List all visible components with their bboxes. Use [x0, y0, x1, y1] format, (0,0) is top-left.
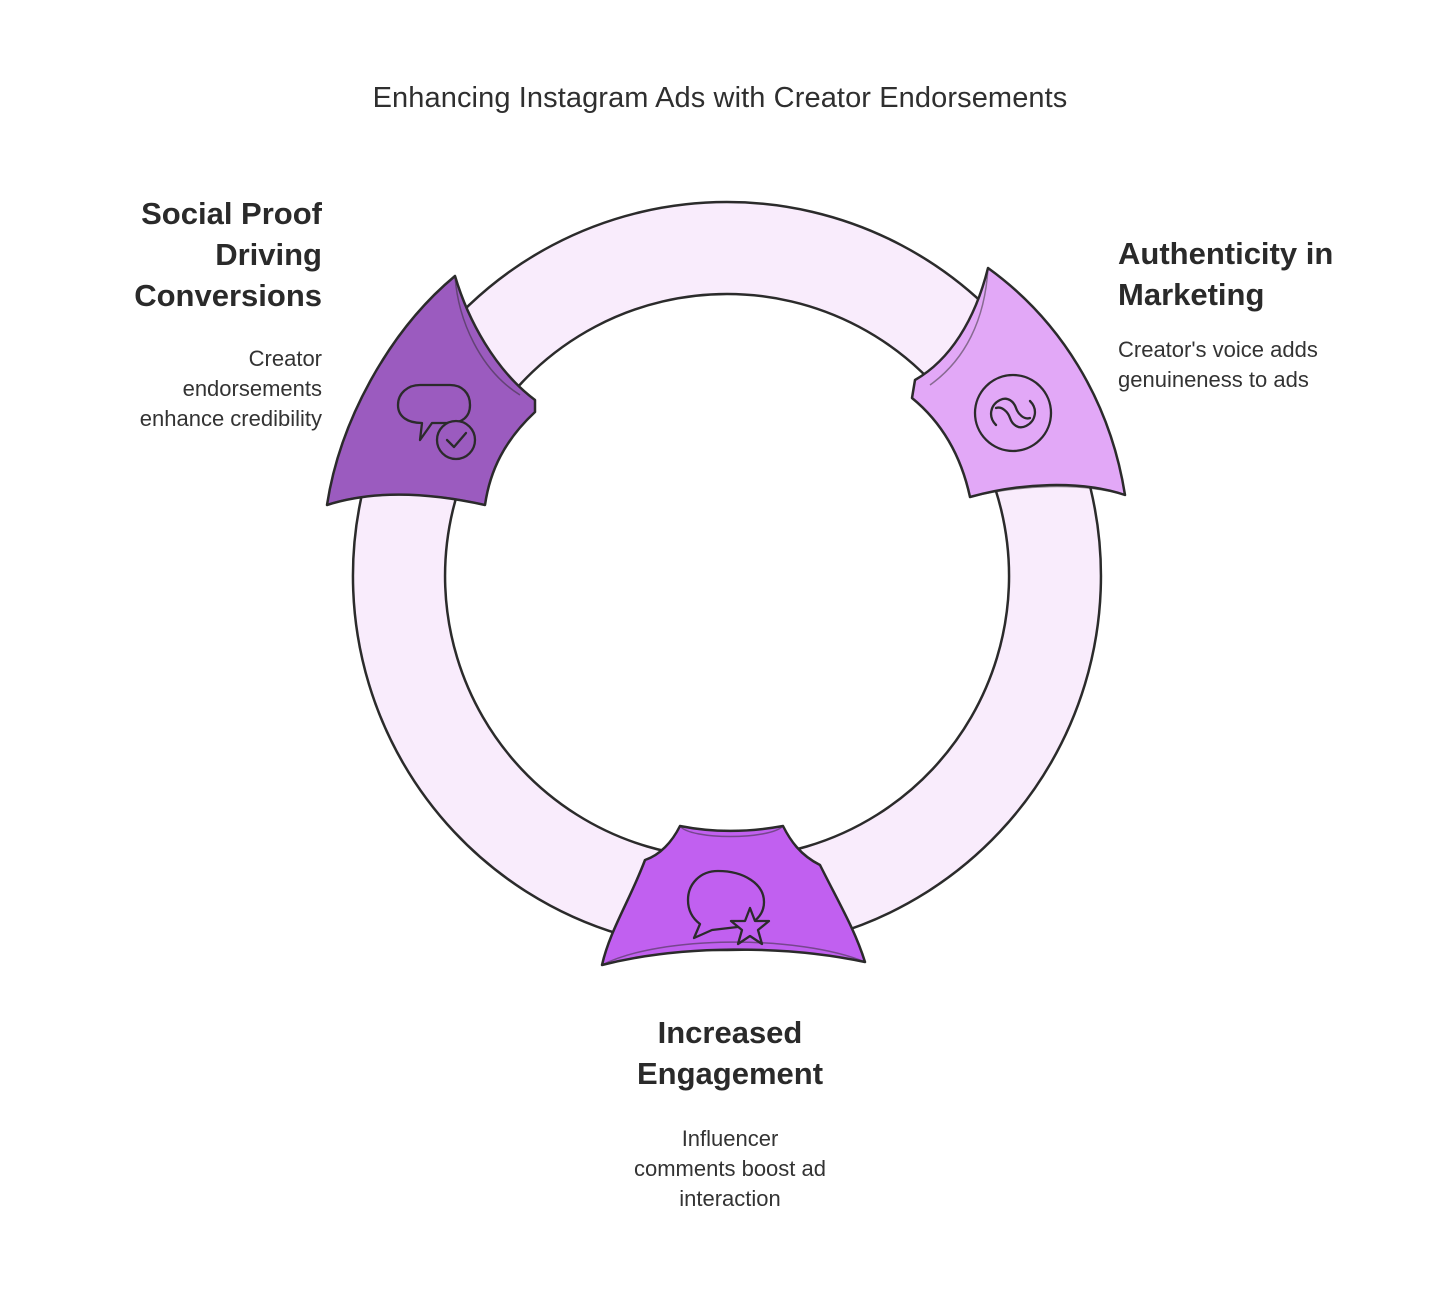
stage-heading: Increased Engagement	[580, 1012, 880, 1094]
stage-description: Creator endorsements enhance credibility	[60, 344, 322, 434]
description-line: Creator	[248, 346, 322, 371]
heading-line: Authenticity in	[1118, 236, 1334, 271]
segment-social-proof	[325, 274, 537, 507]
segment-authenticity	[910, 266, 1127, 499]
description-line: comments boost ad	[634, 1156, 826, 1181]
stage-authenticity: Authenticity in Marketing Creator's voic…	[1118, 233, 1418, 395]
heading-line: Engagement	[636, 1056, 824, 1091]
heading-line: Increased	[657, 1015, 803, 1050]
segment-engagement	[600, 824, 867, 967]
stage-engagement: Increased Engagement Influencer comments…	[580, 1012, 880, 1214]
stage-social-proof: Social Proof Driving Conversions Creator…	[60, 193, 322, 434]
stage-description: Creator's voice adds genuineness to ads	[1118, 335, 1418, 395]
chat-star-icon	[686, 869, 771, 946]
description-line: Creator's voice adds	[1118, 337, 1318, 362]
heading-line: Marketing	[1118, 277, 1265, 312]
diagram-title: Enhancing Instagram Ads with Creator End…	[372, 82, 1068, 114]
heading-line: Social Proof	[141, 196, 322, 231]
description-line: Influencer	[681, 1126, 779, 1151]
description-line: enhance credibility	[139, 406, 322, 431]
description-line: interaction	[679, 1186, 781, 1211]
heading-line: Conversions	[134, 278, 322, 313]
description-line: genuineness to ads	[1118, 367, 1309, 392]
description-line: endorsements	[182, 376, 322, 401]
link-circle-icon	[973, 373, 1053, 453]
stage-heading: Social Proof Driving Conversions	[60, 193, 322, 316]
stage-heading: Authenticity in Marketing	[1118, 233, 1418, 315]
chat-check-icon	[396, 383, 477, 461]
stage-description: Influencer comments boost ad interaction	[580, 1124, 880, 1214]
heading-line: Driving	[215, 237, 322, 272]
